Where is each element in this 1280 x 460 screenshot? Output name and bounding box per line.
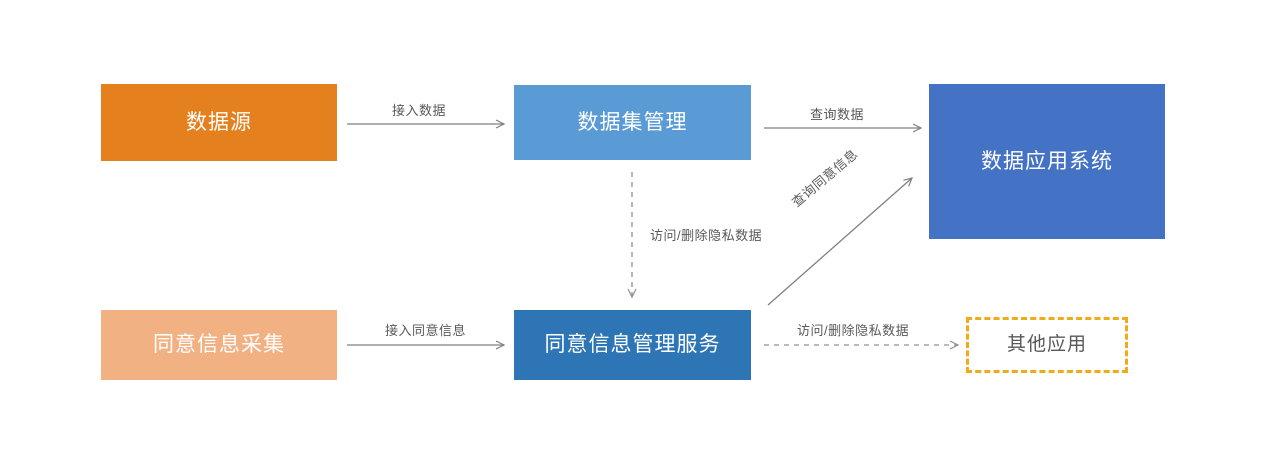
node-data-application-system-label: 数据应用系统 — [981, 149, 1113, 173]
node-other-applications[interactable]: 其他应用 — [966, 317, 1128, 373]
edge-label-ingest-data: 接入数据 — [392, 103, 447, 118]
edge-label-query-data: 查询数据 — [810, 107, 865, 122]
node-data-source[interactable]: 数据源 — [101, 84, 337, 161]
node-consent-information-management-service-label: 同意信息管理服务 — [544, 333, 721, 357]
node-consent-information-collection[interactable]: 同意信息采集 — [101, 310, 337, 380]
node-dataset-management-label: 数据集管理 — [577, 110, 688, 134]
node-other-applications-label: 其他应用 — [1006, 333, 1087, 355]
edge-query-consent-line — [767, 177, 914, 306]
node-consent-information-collection-label: 同意信息采集 — [153, 333, 285, 357]
node-consent-information-management-service[interactable]: 同意信息管理服务 — [514, 310, 751, 380]
node-data-source-label: 数据源 — [186, 110, 252, 134]
edge-label-access-delete-private-data-horizontal: 访问/删除隐私数据 — [797, 323, 910, 338]
edge-label-ingest-consent-information: 接入同意信息 — [385, 323, 467, 338]
edge-label-access-delete-private-data-vertical: 访问/删除隐私数据 — [650, 228, 763, 243]
node-data-application-system[interactable]: 数据应用系统 — [929, 84, 1165, 239]
node-dataset-management[interactable]: 数据集管理 — [514, 85, 751, 160]
